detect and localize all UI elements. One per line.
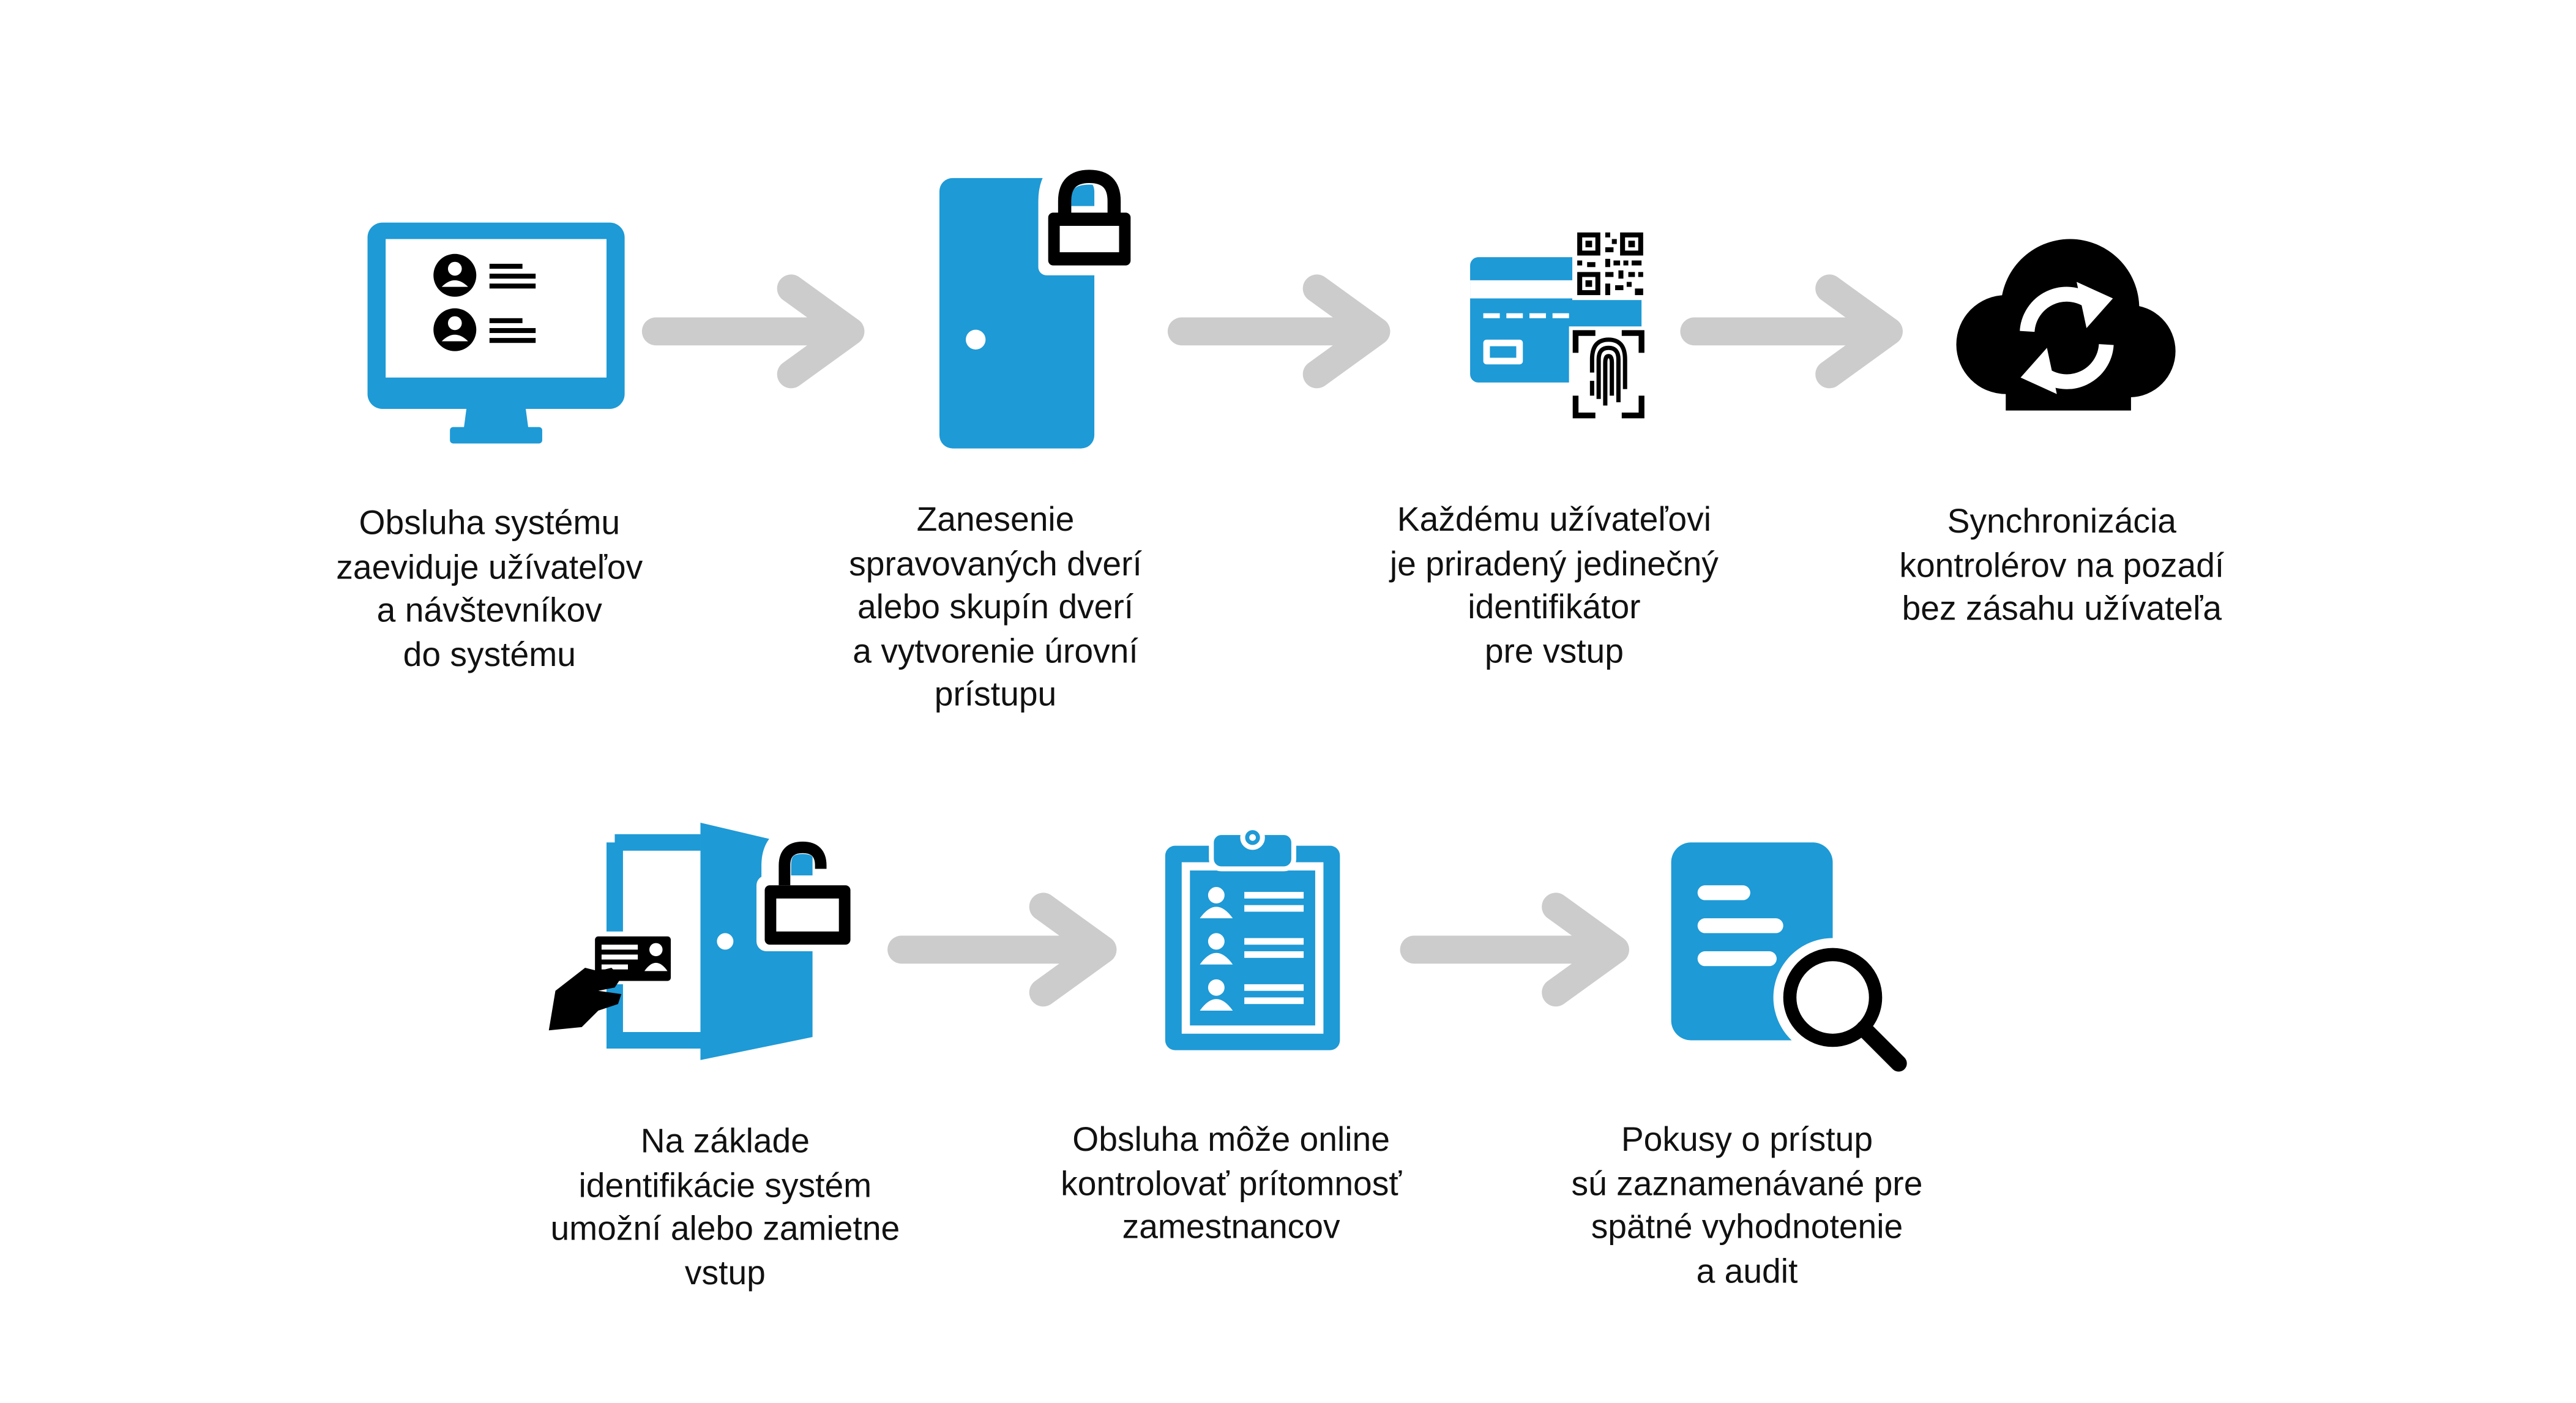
step-3-caption: Každému užívateľovi je priradený jedineč… bbox=[1389, 501, 1719, 670]
flow-arrow-3 bbox=[1680, 274, 1903, 389]
flow-arrow-2 bbox=[1167, 274, 1391, 389]
door-lock-icon bbox=[939, 151, 1141, 449]
step-5-caption: Na základe identifikácie systém umožní a… bbox=[550, 1123, 900, 1292]
card-qr-fingerprint-icon bbox=[1470, 227, 1648, 422]
flow-arrow-6 bbox=[1400, 892, 1629, 1007]
flow-arrow-5 bbox=[887, 892, 1117, 1007]
step-1-caption: Obsluha systému zaeviduje užívateľov a n… bbox=[336, 504, 643, 674]
step-2-caption: Zanesenie spravovaných dverí alebo skupí… bbox=[849, 501, 1142, 714]
step-7-caption: Pokusy o prístup sú zaznamenávané pre sp… bbox=[1571, 1121, 1923, 1290]
clipboard-attendance-icon bbox=[1165, 825, 1340, 1050]
flow-arrow-1 bbox=[641, 274, 865, 389]
document-search-icon bbox=[1671, 842, 1907, 1072]
step-4-caption: Synchronizácia kontrolérov na pozadí bez… bbox=[1899, 503, 2225, 629]
step-6-caption: Obsluha môže online kontrolovať prítomno… bbox=[1061, 1121, 1402, 1247]
open-door-card-icon bbox=[548, 822, 859, 1060]
cloud-sync-icon bbox=[1956, 239, 2176, 411]
monitor-users-icon bbox=[367, 222, 625, 444]
